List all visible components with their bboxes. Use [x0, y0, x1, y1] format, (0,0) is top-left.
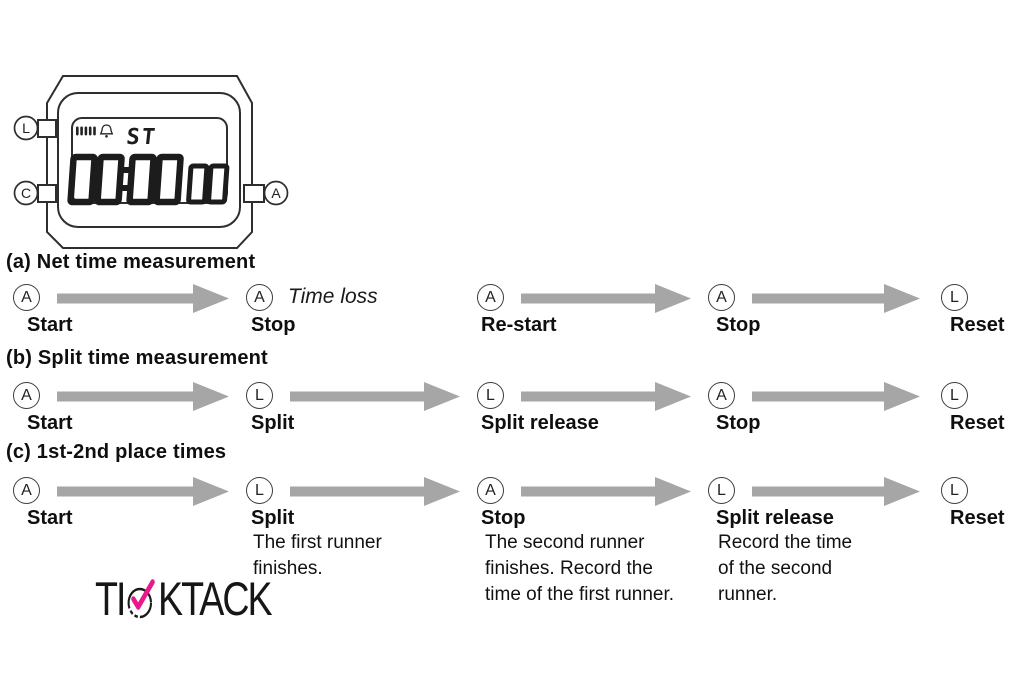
watch-button-a-label: A	[271, 185, 281, 201]
watch-button-c-label: C	[21, 185, 31, 201]
watch-illustration: L C A ST	[13, 75, 289, 249]
button-a-badge: A	[477, 284, 504, 311]
watch-button-l-label: L	[22, 120, 30, 136]
button-a-badge: A	[246, 284, 273, 311]
watch-button-badges: L C A	[13, 115, 289, 206]
flow-arrow	[752, 477, 920, 506]
button-l-badge: L	[941, 477, 968, 504]
step-description: The first runner finishes.	[253, 532, 382, 579]
button-l-badge: L	[941, 382, 968, 409]
flow-arrow	[57, 382, 229, 411]
button-l-badge: L	[708, 477, 735, 504]
watch-pusher-top-left	[37, 119, 57, 138]
button-a-badge: A	[477, 477, 504, 504]
watch-pusher-right	[243, 184, 265, 203]
step-label: Split release	[716, 507, 834, 529]
button-a-badge: A	[13, 477, 40, 504]
step-label: Start	[27, 412, 73, 434]
button-a-badge: A	[708, 382, 735, 409]
step-label: Split release	[481, 412, 599, 434]
step-description: Record the time of the second runner.	[718, 532, 853, 605]
step-label: Re-start	[481, 314, 557, 336]
flow-arrow	[521, 284, 691, 313]
logo-text-left: TI	[95, 572, 126, 625]
section-a-title: (a) Net time measurement	[6, 251, 256, 273]
button-a-badge: A	[13, 382, 40, 409]
section-c-title: (c) 1st-2nd place times	[6, 441, 227, 463]
button-a-badge: A	[13, 284, 40, 311]
watch-pusher-bottom-left	[37, 184, 57, 203]
button-l-badge: L	[477, 382, 504, 409]
flow-arrow	[752, 284, 920, 313]
step-label: Reset	[950, 412, 1005, 434]
flow-arrow	[290, 382, 460, 411]
button-l-badge: L	[246, 477, 273, 504]
time-loss-note: Time loss	[288, 285, 378, 308]
lcd-mode-indicator: ST	[125, 125, 158, 150]
button-l-badge: L	[941, 284, 968, 311]
flow-arrow	[57, 477, 229, 506]
flow-arrow	[57, 284, 229, 313]
flow-arrow	[521, 382, 691, 411]
flow-arrow	[521, 477, 691, 506]
step-label: Stop	[481, 507, 526, 529]
logo-text-right: KTACK	[158, 572, 273, 625]
flow-arrow	[290, 477, 460, 506]
step-label: Start	[27, 507, 73, 529]
section-b-title: (b) Split time measurement	[6, 347, 268, 369]
signal-bars-icon	[76, 126, 96, 136]
step-label: Reset	[950, 314, 1005, 336]
flow-arrow	[752, 382, 920, 411]
button-a-badge: A	[708, 284, 735, 311]
brand-logo: TI KTACK	[95, 572, 273, 625]
step-label: Stop	[251, 314, 296, 336]
alarm-bell-icon	[99, 124, 114, 138]
button-l-badge: L	[246, 382, 273, 409]
step-label: Split	[251, 507, 295, 529]
step-label: Start	[27, 314, 73, 336]
step-label: Split	[251, 412, 295, 434]
lcd-time-digits	[67, 153, 230, 206]
step-label: Stop	[716, 314, 761, 336]
step-label: Stop	[716, 412, 761, 434]
step-description: The second runner finishes. Record the t…	[485, 532, 675, 605]
step-label: Reset	[950, 507, 1005, 529]
logo-clock-check-icon	[127, 579, 155, 619]
